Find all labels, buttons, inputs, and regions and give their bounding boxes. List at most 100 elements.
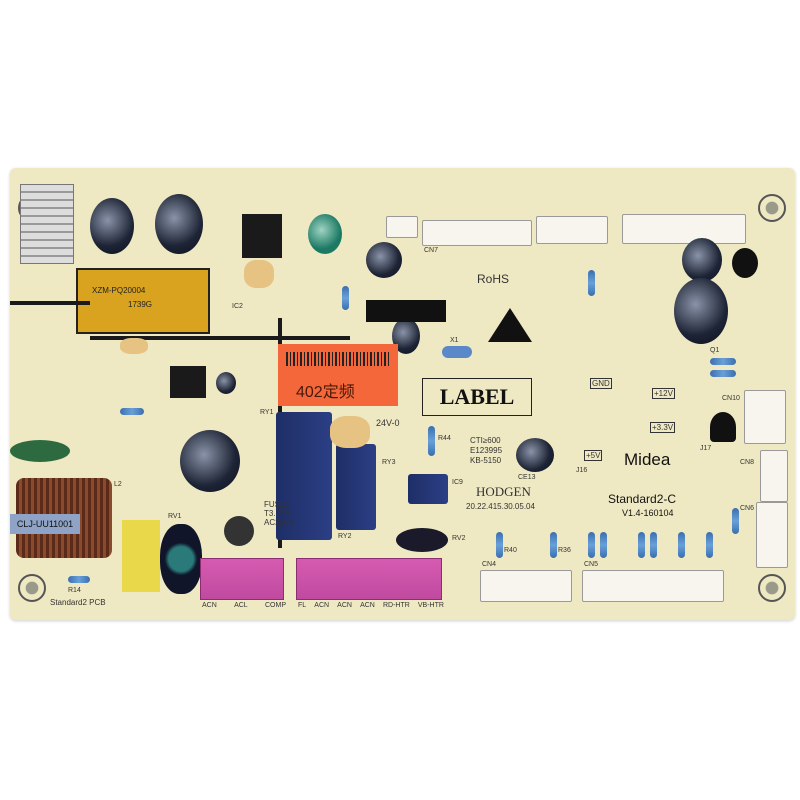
connector-cn4 <box>480 570 572 602</box>
ref-r40: R40 <box>504 547 517 554</box>
resistor <box>600 532 607 558</box>
resistor <box>588 532 595 558</box>
pin-label: COMP <box>265 602 286 609</box>
pin-label: RD-HTR <box>382 602 410 609</box>
ref-r44: R44 <box>438 435 451 442</box>
ref-x1: X1 <box>450 337 459 344</box>
pin-label: FL <box>298 602 307 609</box>
ref-cn7: CN7 <box>424 247 439 254</box>
ref-j16: J16 <box>576 467 588 474</box>
trace <box>90 336 350 340</box>
transistor <box>732 248 758 278</box>
maker-name: HODGEN <box>476 484 531 499</box>
capacitor <box>216 372 236 394</box>
barcode <box>286 352 390 366</box>
ref-ry2: RY2 <box>338 533 352 540</box>
ref-l2: L2 <box>114 481 122 488</box>
pin-label: ACN <box>337 602 352 609</box>
relay-text: 24V-0 <box>376 418 400 428</box>
connector-cn8 <box>760 450 788 502</box>
resistor <box>650 532 657 558</box>
resistor-r36 <box>550 532 557 558</box>
ref-cn4: CN4 <box>482 561 497 568</box>
varistor-rv1 <box>160 524 202 594</box>
ref-cn6: CN6 <box>740 505 755 512</box>
varistor-rv2 <box>396 528 448 552</box>
cert-line: E123995 <box>470 446 503 455</box>
mounting-hole <box>18 574 46 602</box>
glue <box>330 416 370 448</box>
fuse-line: T3.15A <box>264 509 290 518</box>
capacitor <box>674 278 728 344</box>
connector-power-right <box>296 558 442 600</box>
resistor <box>638 532 645 558</box>
capacitor <box>155 194 203 254</box>
header-block <box>366 300 446 322</box>
resistor <box>732 508 739 534</box>
connector-power-left <box>200 558 284 600</box>
ref-ry3: RY3 <box>382 459 396 466</box>
cert-line: CTI≥600 <box>470 436 501 445</box>
transformer-label: XZM-PQ20004 <box>92 286 146 295</box>
resistor-r14 <box>68 576 90 583</box>
mounting-hole <box>758 194 786 222</box>
cert-block: CTI≥600 E123995 KB-5150 <box>470 436 502 466</box>
mounting-hole <box>758 574 786 602</box>
gnd-label: GND <box>590 378 612 389</box>
transformer-code: 1739G <box>128 300 153 309</box>
crystal-x1 <box>442 346 472 358</box>
sticker-text: 402定频 <box>296 384 355 401</box>
fuse-label: FUSE1 T3.15A AC250V <box>264 500 294 527</box>
label-box: LABEL <box>422 378 532 416</box>
regulator <box>710 412 736 442</box>
ref-j17: J17 <box>700 445 712 452</box>
ic9 <box>408 474 448 504</box>
12v-label: +12V <box>652 388 675 399</box>
capacitor <box>366 242 402 278</box>
heatsink <box>20 184 74 264</box>
pin-label: ACN <box>360 602 375 609</box>
bulk-capacitor <box>180 430 240 492</box>
capacitor-ce13 <box>516 438 554 472</box>
transformer: XZM-PQ20004 1739G <box>76 268 210 334</box>
connector-labels-right: FL ACN ACN ACN RD-HTR VB-HTR <box>298 602 444 609</box>
trace <box>10 301 90 305</box>
resistor <box>678 532 685 558</box>
resistor <box>342 286 349 310</box>
ref-rv1: RV1 <box>168 513 182 520</box>
varistor <box>10 440 70 462</box>
pin-label: ACL <box>234 602 248 609</box>
connector-cn7 <box>422 220 532 246</box>
ref-ic9: IC9 <box>452 479 463 486</box>
x-capacitor <box>122 520 160 592</box>
resistor <box>710 358 736 365</box>
ic <box>170 366 206 398</box>
resistor-r44 <box>428 426 435 456</box>
ref-ce13: CE13 <box>518 474 536 481</box>
model-name: Standard2-C <box>608 492 677 506</box>
connector-cn5 <box>582 570 724 602</box>
fuse-line: AC250V <box>264 518 294 527</box>
fuse-line: FUSE1 <box>264 500 290 509</box>
ref-cn8: CN8 <box>740 459 755 466</box>
ref-q1: Q1 <box>710 347 720 354</box>
pcb-name: Standard2 PCB <box>50 598 106 607</box>
3v3-label: +3.3V <box>650 422 676 433</box>
capacitor <box>90 198 134 254</box>
connector <box>386 216 418 238</box>
relay-ry1 <box>276 412 332 540</box>
pcb-board: XZM-PQ20004 1739G RoHS 402定频 LABEL 24V-0… <box>10 168 795 620</box>
resistor-r40 <box>496 532 503 558</box>
ref-ic2: IC2 <box>232 303 243 310</box>
ic-regulator <box>242 214 282 258</box>
pin-label: ACN <box>202 602 217 609</box>
thermistor <box>224 516 254 546</box>
capacitor <box>682 238 722 282</box>
ref-cn10: CN10 <box>722 395 740 402</box>
glue <box>120 338 148 354</box>
ref-rv2: RV2 <box>452 535 466 542</box>
resistor <box>710 370 736 377</box>
ref-r14: R14 <box>68 587 81 594</box>
choke-label: CLJ-UU11001 <box>10 514 80 534</box>
version-text: V1.4-160104 <box>622 508 674 518</box>
